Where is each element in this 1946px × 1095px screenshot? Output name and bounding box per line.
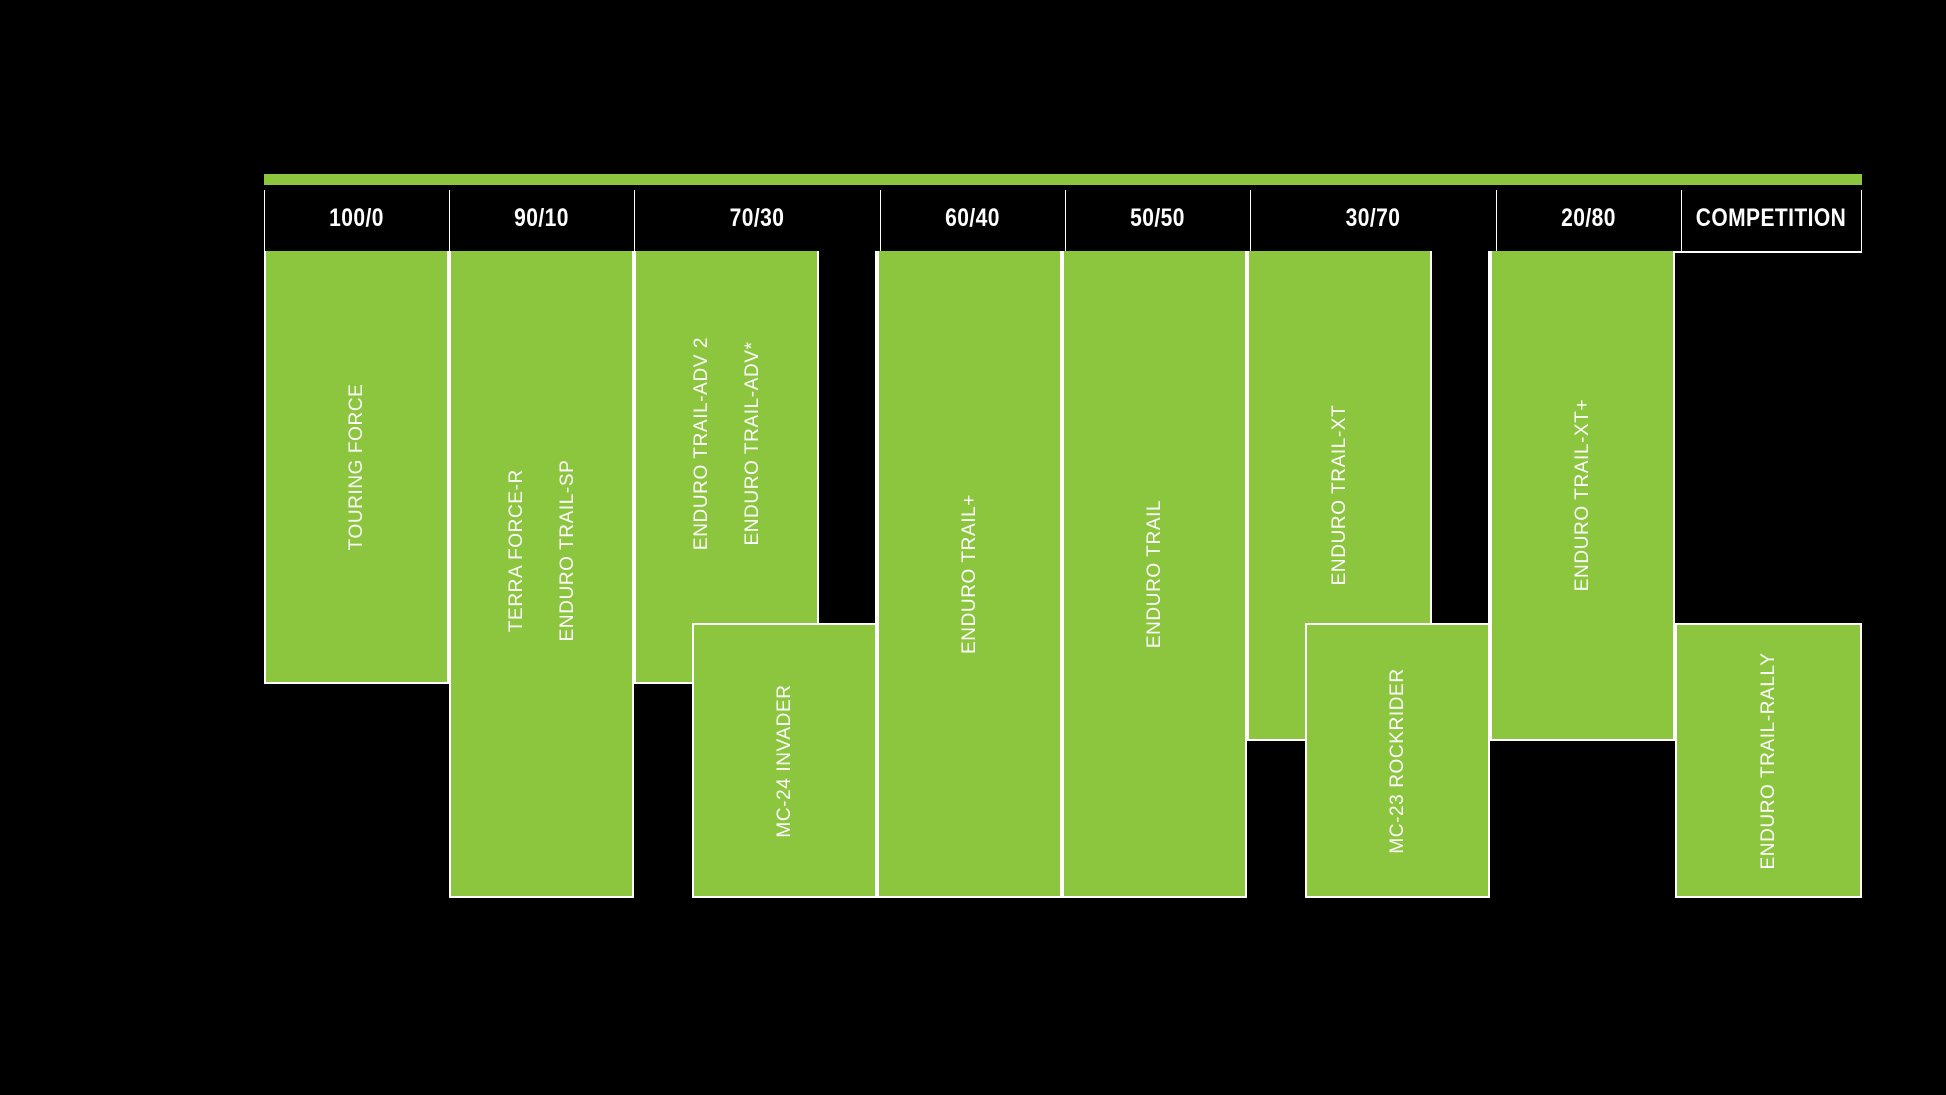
bar-label-line1: ENDURO TRAIL-ADV 2	[690, 336, 712, 550]
bar-terra-force-r[interactable]: TERRA FORCE-R ENDURO TRAIL-SP	[449, 251, 634, 898]
bar-label-line2: ENDURO TRAIL-ADV*	[741, 340, 763, 546]
bar-enduro-trail-adv[interactable]: ENDURO TRAIL-ADV 2 ENDURO TRAIL-ADV*	[634, 251, 819, 684]
bar-mc-23-rockrider[interactable]: MC-23 ROCKRIDER	[1305, 623, 1490, 898]
bar-label-line1: TERRA FORCE-R	[505, 468, 527, 632]
header-divider	[1496, 190, 1497, 251]
bar-enduro-trail-plus[interactable]: ENDURO TRAIL+	[877, 251, 1062, 898]
header-cell-90-10: 90/10	[514, 203, 569, 232]
column-rule-70-30-right	[875, 251, 877, 625]
header-row: 100/0 90/10 70/30 60/40 50/50 30/70 20/8…	[264, 185, 1862, 251]
bar-label-enduro-trail-xt-plus: ENDURO TRAIL-XT+	[1571, 398, 1593, 592]
header-cell-60-40: 60/40	[945, 203, 1000, 232]
bar-label-terra-force-r: TERRA FORCE-R ENDURO TRAIL-SP	[477, 459, 605, 688]
bar-label-enduro-trail-adv: ENDURO TRAIL-ADV 2 ENDURO TRAIL-ADV*	[662, 336, 790, 596]
header-divider	[264, 190, 265, 251]
header-divider	[880, 190, 881, 251]
header-cell-30-70: 30/70	[1345, 203, 1401, 232]
bar-enduro-trail-xt-plus[interactable]: ENDURO TRAIL-XT+	[1490, 251, 1675, 741]
column-rule-competition-top	[1675, 251, 1862, 253]
header-cell-50-50: 50/50	[1130, 203, 1185, 232]
bar-label-line2: ENDURO TRAIL-SP	[556, 459, 578, 641]
header-divider	[634, 190, 635, 251]
bar-label-mc-23-rockrider: MC-23 ROCKRIDER	[1386, 667, 1408, 854]
column-rule-30-70-right	[1488, 251, 1490, 625]
bar-label-touring-force: TOURING FORCE	[345, 383, 367, 550]
bar-label-mc-24-invader: MC-24 INVADER	[773, 683, 795, 838]
header-divider	[449, 190, 450, 251]
header-cell-70-30: 70/30	[729, 203, 785, 232]
header-cell-100-0: 100/0	[329, 203, 384, 232]
bar-label-enduro-trail: ENDURO TRAIL	[1143, 499, 1165, 648]
top-accent-bar	[264, 174, 1862, 185]
header-divider	[1861, 190, 1862, 251]
header-cell-competition: COMPETITION	[1695, 203, 1847, 232]
header-divider	[1250, 190, 1251, 251]
bar-label-enduro-trail-rally: ENDURO TRAIL-RALLY	[1757, 651, 1779, 870]
bar-label-enduro-trail-xt: ENDURO TRAIL-XT	[1328, 404, 1350, 586]
header-cell-20-80: 20/80	[1561, 203, 1616, 232]
bar-mc-24-invader[interactable]: MC-24 INVADER	[692, 623, 877, 898]
bar-enduro-trail-rally[interactable]: ENDURO TRAIL-RALLY	[1675, 623, 1862, 898]
header-divider	[1065, 190, 1066, 251]
bar-touring-force[interactable]: TOURING FORCE	[264, 251, 449, 684]
bar-label-enduro-trail-plus: ENDURO TRAIL+	[958, 493, 980, 654]
header-divider	[1681, 190, 1682, 251]
bar-enduro-trail[interactable]: ENDURO TRAIL	[1062, 251, 1247, 898]
